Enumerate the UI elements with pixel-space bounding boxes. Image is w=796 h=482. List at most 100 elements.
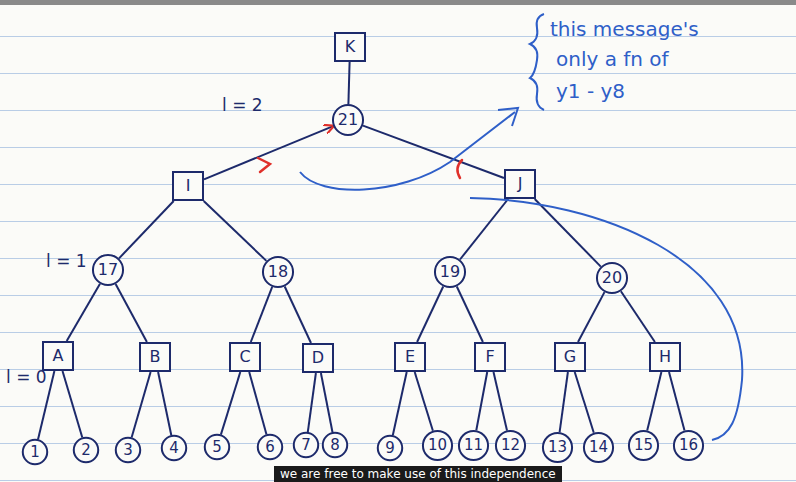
factor-label: B <box>150 349 161 365</box>
variable-circle: 12 <box>495 430 526 461</box>
variable-number: 3 <box>123 443 133 458</box>
variable-circle: 21 <box>332 104 364 136</box>
variable-circle: 4 <box>161 435 187 461</box>
factor-box: K <box>334 32 366 62</box>
variable-circle: 20 <box>596 262 628 294</box>
variable-circle: 7 <box>293 432 319 458</box>
variable-number: 18 <box>268 264 288 280</box>
variable-number: 16 <box>679 438 698 453</box>
variable-circle: 10 <box>422 430 453 461</box>
tree-edge <box>476 372 487 430</box>
variable-circle: 11 <box>458 430 489 461</box>
level-label: l = 2 <box>222 96 263 115</box>
variable-number: 2 <box>81 443 91 458</box>
variable-circle: 13 <box>542 432 573 463</box>
factor-label: E <box>405 349 415 365</box>
factor-label: K <box>345 39 356 55</box>
factor-box: I <box>172 171 204 201</box>
level-label: l = 1 <box>46 252 87 271</box>
variable-circle: 17 <box>92 254 124 286</box>
variable-circle: 9 <box>377 435 403 461</box>
variable-number: 6 <box>265 440 275 455</box>
factor-box: A <box>42 341 74 371</box>
variable-circle: 8 <box>322 432 348 458</box>
variable-number: 19 <box>440 264 460 280</box>
tree-edge <box>669 372 685 431</box>
annotation-note: y1 - y8 <box>556 80 625 102</box>
tree-edge <box>308 373 316 432</box>
factor-box: B <box>139 342 171 372</box>
factor-box: C <box>229 342 261 372</box>
tree-edge <box>116 284 147 342</box>
variable-circle: 19 <box>434 256 466 288</box>
note-brace <box>530 14 544 110</box>
tree-edge <box>560 372 568 432</box>
tree-edge <box>460 199 508 260</box>
factor-label: J <box>518 176 523 192</box>
variable-number: 11 <box>464 438 483 453</box>
annotation-note: only a fn of <box>556 48 669 70</box>
variable-circle: 1 <box>22 439 48 465</box>
subtree-curve <box>470 198 742 440</box>
factor-label: C <box>239 349 250 365</box>
annotation-note: this message's <box>550 18 699 40</box>
variable-circle: 14 <box>583 432 614 463</box>
variable-circle: 18 <box>262 256 294 288</box>
tree-edge <box>63 371 83 438</box>
factor-box: H <box>649 342 681 372</box>
tree-edge <box>132 372 151 438</box>
variable-number: 15 <box>634 438 653 453</box>
level-label: l = 0 <box>6 368 47 387</box>
tree-edge <box>621 291 655 342</box>
variable-number: 9 <box>385 441 395 456</box>
variable-number: 21 <box>338 112 358 128</box>
tree-edge <box>158 372 171 435</box>
tree-edge <box>647 372 661 430</box>
variable-circle: 16 <box>673 430 704 461</box>
tree-edge <box>348 62 349 104</box>
factor-box: G <box>554 342 586 372</box>
factor-label: I <box>186 178 191 194</box>
tree-edge <box>204 201 267 261</box>
tree-edge <box>393 372 407 435</box>
factor-label: H <box>659 349 671 365</box>
message-arrow <box>300 112 515 190</box>
tree-edge <box>321 373 333 432</box>
red-tick <box>457 160 462 178</box>
red-tick <box>258 158 270 172</box>
variable-number: 10 <box>428 438 447 453</box>
tree-edge <box>457 287 483 343</box>
variable-number: 14 <box>589 440 608 455</box>
variable-number: 5 <box>212 440 222 455</box>
variable-circle: 15 <box>628 430 659 461</box>
tree-edge <box>119 201 174 258</box>
factor-label: D <box>312 350 324 366</box>
factor-label: A <box>53 348 64 364</box>
variable-number: 4 <box>169 441 179 456</box>
tree-edge <box>363 126 504 178</box>
tree-edge <box>204 126 333 179</box>
tree-edge <box>417 287 443 343</box>
tree-edge <box>221 372 240 435</box>
variable-number: 7 <box>301 438 311 453</box>
factor-label: G <box>564 349 576 365</box>
tree-edge <box>578 292 605 342</box>
tree-edge <box>494 372 508 430</box>
variable-number: 20 <box>602 270 622 286</box>
video-subtitle: we are free to make use of this independ… <box>274 466 562 482</box>
variable-circle: 3 <box>115 437 141 463</box>
factor-box: J <box>504 169 536 199</box>
factor-label: F <box>485 349 494 365</box>
variable-number: 17 <box>98 262 118 278</box>
tree-edge <box>575 372 594 433</box>
tree-edge <box>415 372 433 431</box>
variable-number: 8 <box>330 438 340 453</box>
message-arrow-head <box>498 108 518 126</box>
variable-number: 13 <box>548 440 567 455</box>
tree-edge <box>535 199 601 267</box>
variable-circle: 2 <box>73 437 99 463</box>
variable-circle: 6 <box>257 434 283 460</box>
